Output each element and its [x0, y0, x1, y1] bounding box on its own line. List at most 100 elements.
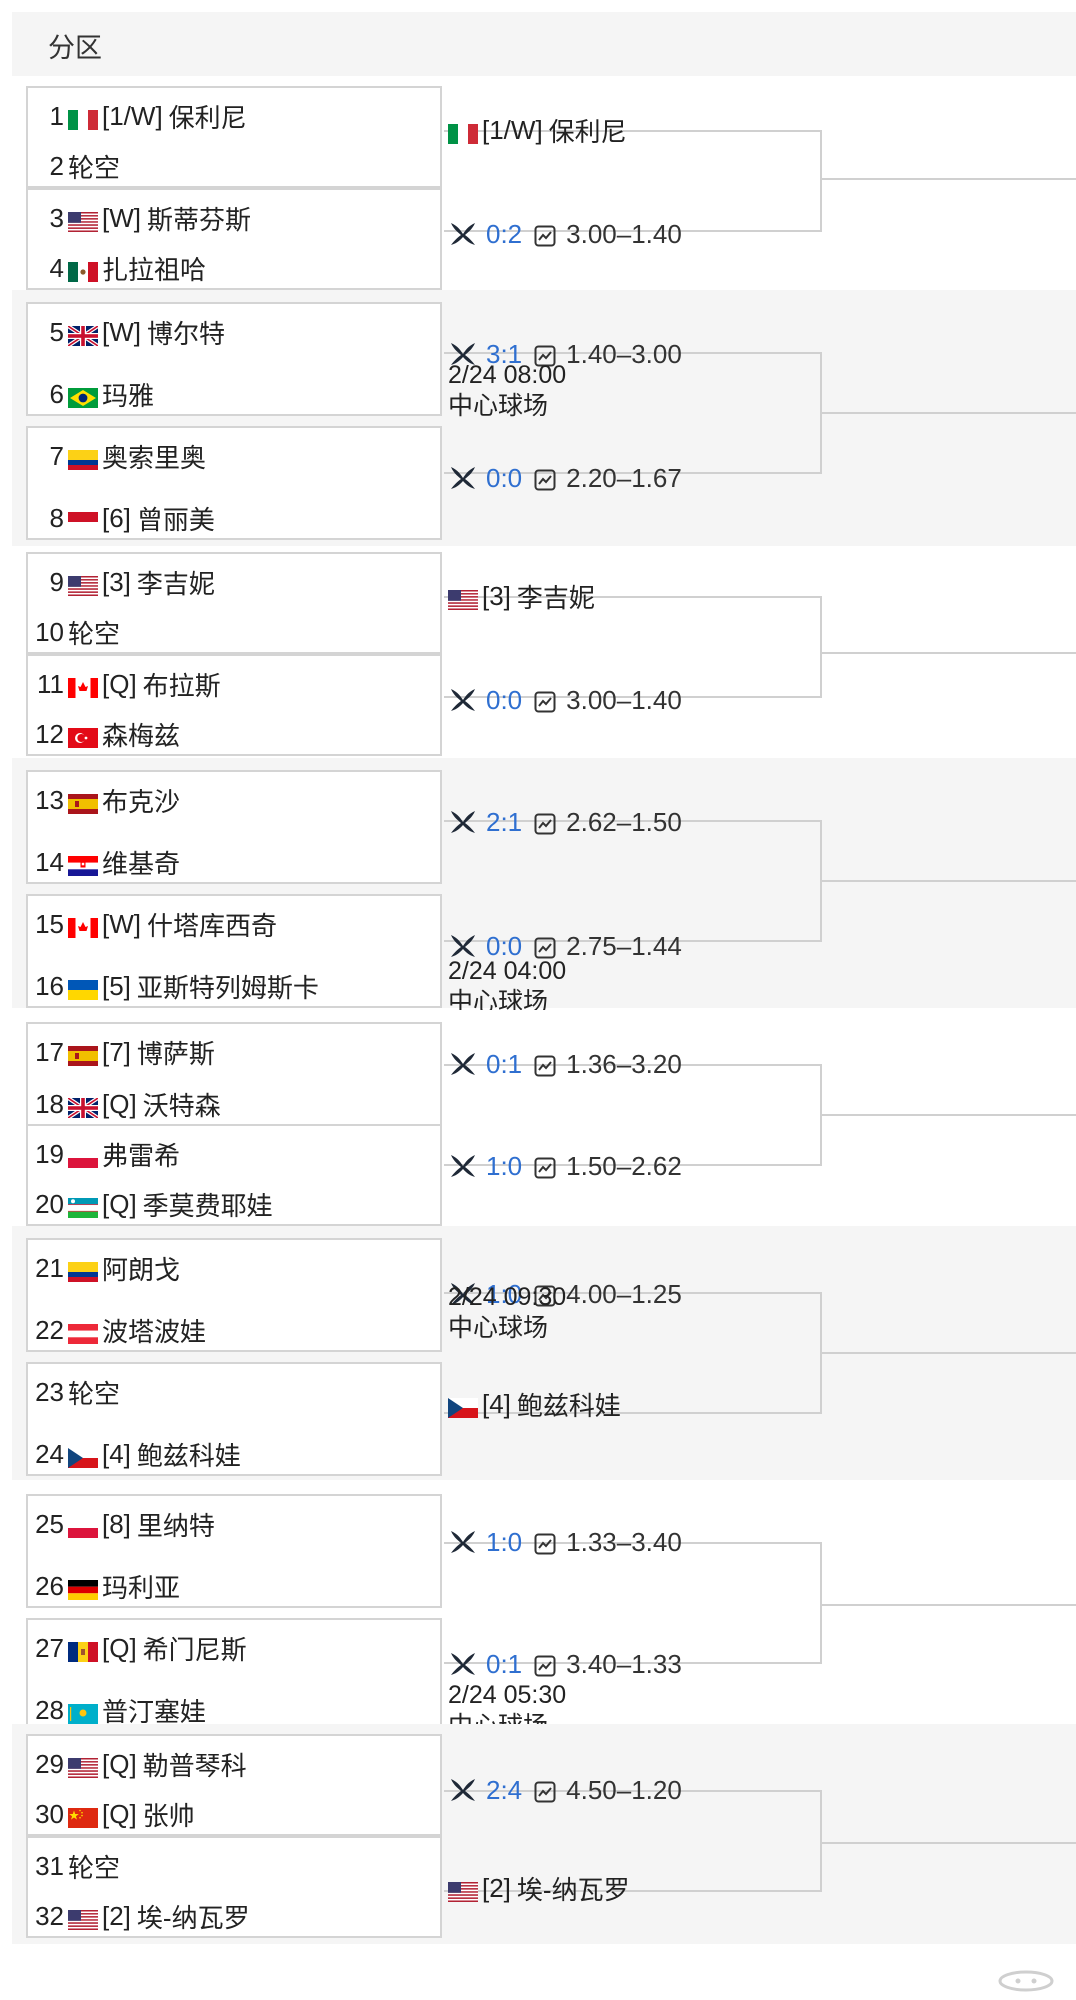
bet-x-icon[interactable]: [448, 932, 478, 960]
player-name[interactable]: 埃-纳瓦罗: [136, 1902, 250, 1933]
player-name[interactable]: 勒普琴科: [142, 1750, 247, 1781]
odds-trend-icon[interactable]: [534, 223, 556, 247]
match-score[interactable]: 1:0: [486, 1526, 523, 1557]
match-score[interactable]: 0:0: [486, 684, 523, 715]
player-name[interactable]: 李吉妮: [136, 568, 215, 599]
advanced-player[interactable]: [3]李吉妮: [448, 578, 595, 614]
player-name[interactable]: 希门尼斯: [142, 1634, 247, 1665]
player-name[interactable]: 斯蒂芬斯: [147, 204, 252, 235]
match-score[interactable]: 0:1: [486, 1648, 523, 1679]
player-name[interactable]: 弗雷希: [102, 1140, 181, 1171]
bet-x-icon[interactable]: [448, 1050, 478, 1078]
player-name[interactable]: 维基奇: [102, 848, 181, 879]
odds-trend-icon[interactable]: [534, 1283, 556, 1307]
player-name[interactable]: 什塔库西奇: [147, 910, 278, 941]
player-row[interactable]: 32[2]埃-纳瓦罗: [26, 1896, 442, 1936]
player-row[interactable]: 11[Q]布拉斯: [26, 664, 442, 704]
player-name[interactable]: 玛利亚: [102, 1572, 181, 1603]
player-row[interactable]: 3[W]斯蒂芬斯: [26, 198, 442, 238]
player-row[interactable]: 30[Q]张帅: [26, 1794, 442, 1834]
match-score[interactable]: 2:4: [486, 1774, 523, 1805]
player-row[interactable]: 18[Q]沃特森: [26, 1084, 442, 1124]
odds-trend-icon[interactable]: [534, 1531, 556, 1555]
bet-x-icon[interactable]: [448, 1280, 478, 1308]
player-name[interactable]: 埃-纳瓦罗: [516, 1874, 630, 1905]
bet-x-icon[interactable]: [448, 1152, 478, 1180]
match-score[interactable]: 1:0: [486, 1150, 523, 1181]
odds-trend-icon[interactable]: [534, 689, 556, 713]
player-name[interactable]: 轮空: [68, 1378, 121, 1409]
player-name[interactable]: 里纳特: [136, 1510, 215, 1541]
player-name[interactable]: 轮空: [68, 1852, 121, 1883]
match-score[interactable]: 3:1: [486, 338, 523, 369]
player-name[interactable]: 森梅兹: [102, 720, 181, 751]
match-score[interactable]: 0:0: [486, 930, 523, 961]
match-score[interactable]: 0:0: [486, 462, 523, 493]
bet-x-icon[interactable]: [448, 340, 478, 368]
advanced-player[interactable]: [1/W]保利尼: [448, 112, 627, 148]
player-name[interactable]: 普汀塞娃: [102, 1696, 207, 1727]
bet-x-icon[interactable]: [448, 1528, 478, 1556]
player-name[interactable]: 沃特森: [142, 1090, 221, 1121]
player-row[interactable]: 8[6]曾丽美: [26, 498, 442, 538]
player-name[interactable]: 保利尼: [168, 102, 247, 133]
match-score[interactable]: 1:0: [486, 1278, 523, 1309]
bet-x-icon[interactable]: [448, 1650, 478, 1678]
player-name[interactable]: 轮空: [68, 152, 121, 183]
player-row[interactable]: 25[8]里纳特: [26, 1504, 442, 1544]
player-row[interactable]: 27[Q]希门尼斯: [26, 1628, 442, 1668]
player-name[interactable]: 鲍兹科娃: [516, 1390, 621, 1421]
player-row[interactable]: 17[7]博萨斯: [26, 1032, 442, 1072]
odds-trend-icon[interactable]: [534, 1053, 556, 1077]
player-name[interactable]: 张帅: [142, 1800, 195, 1831]
bet-x-icon[interactable]: [448, 220, 478, 248]
bet-x-icon[interactable]: [448, 808, 478, 836]
player-name[interactable]: 博尔特: [147, 318, 226, 349]
player-row[interactable]: 15[W]什塔库西奇: [26, 904, 442, 944]
player-row[interactable]: 24[4]鲍兹科娃: [26, 1434, 442, 1474]
bet-x-icon[interactable]: [448, 1776, 478, 1804]
advanced-player[interactable]: [2]埃-纳瓦罗: [448, 1870, 630, 1906]
player-name[interactable]: 保利尼: [548, 116, 627, 147]
player-row[interactable]: 29[Q]勒普琴科: [26, 1744, 442, 1784]
player-name[interactable]: 布克沙: [102, 786, 181, 817]
bet-x-icon[interactable]: [448, 686, 478, 714]
player-name[interactable]: 布拉斯: [142, 670, 221, 701]
bet-x-icon[interactable]: [448, 464, 478, 492]
player-name[interactable]: 曾丽美: [136, 504, 215, 535]
player-name[interactable]: 扎拉祖哈: [102, 254, 207, 285]
odds-trend-icon[interactable]: [534, 935, 556, 959]
odds-trend-icon[interactable]: [534, 467, 556, 491]
player-row[interactable]: 9[3]李吉妮: [26, 562, 442, 602]
player-name[interactable]: 博萨斯: [136, 1038, 215, 1069]
match-score[interactable]: 0:1: [486, 1048, 523, 1079]
player-row[interactable]: 1[1/W]保利尼: [26, 96, 442, 136]
odds-trend-icon[interactable]: [534, 1779, 556, 1803]
player-name[interactable]: 亚斯特列姆斯卡: [136, 972, 319, 1003]
odds-trend-icon[interactable]: [534, 811, 556, 835]
player-row[interactable]: 5[W]博尔特: [26, 312, 442, 352]
